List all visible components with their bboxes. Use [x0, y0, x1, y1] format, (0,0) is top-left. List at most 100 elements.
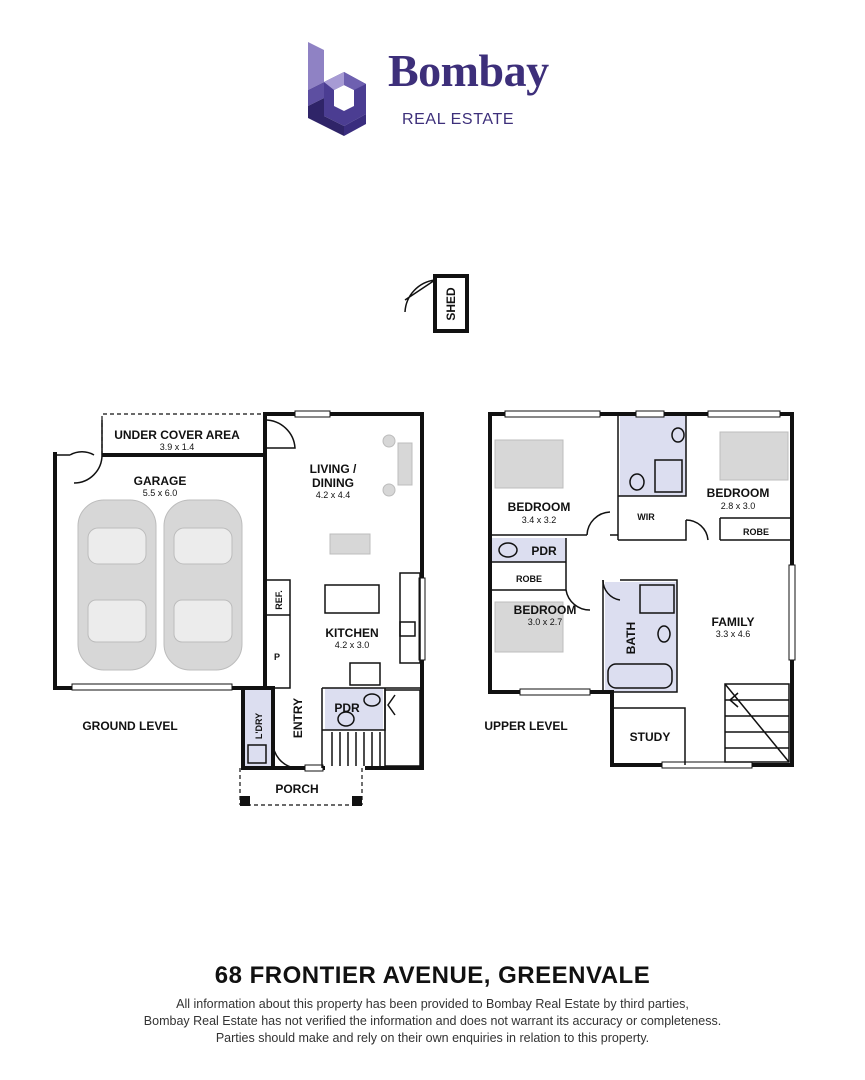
upper-stairs [724, 683, 790, 763]
ground-pdr-floor [325, 688, 383, 730]
bedroom-window [707, 410, 781, 418]
b-cube-logo-icon [308, 42, 366, 136]
disclaimer-line: All information about this property has … [176, 997, 689, 1011]
kitchen-label: KITCHEN [325, 626, 378, 640]
bath-door-swing [602, 579, 621, 601]
basin-icon [363, 693, 381, 707]
bed-icon [494, 439, 564, 489]
brand-subtitle: REAL ESTATE [402, 111, 515, 128]
wir-label: WIR [637, 512, 655, 522]
sofa [397, 442, 413, 486]
upper-internal-walls [490, 416, 792, 541]
garage-door [71, 683, 233, 691]
upper-pdr-floor [492, 538, 566, 562]
living-label-1: LIVING / [310, 462, 357, 476]
pantry-label: P [274, 652, 280, 662]
ground-level-title: GROUND LEVEL [82, 719, 177, 733]
toilet-icon [498, 542, 518, 558]
robe1-label: ROBE [743, 527, 769, 537]
stair-arrow [728, 692, 739, 708]
floor-plan: SHED [53, 274, 796, 806]
bed-icon [494, 601, 564, 653]
stair-arrow [387, 694, 396, 716]
bed-icon [719, 431, 789, 481]
basin-icon [671, 427, 685, 443]
shower-icon [654, 459, 683, 493]
side-table [382, 434, 396, 448]
disclaimer: All information about this property has … [60, 996, 805, 1047]
brand-name: Bombay [388, 45, 549, 96]
cooktop [349, 662, 381, 686]
entry-window [304, 764, 324, 772]
kitchen-bench [399, 572, 421, 664]
shed: SHED [404, 274, 469, 333]
bedroom1-label: BEDROOM [508, 500, 571, 514]
bedroom2-dims: 2.8 x 3.0 [721, 501, 756, 511]
study-window [661, 761, 753, 769]
garage-dims: 5.5 x 6.0 [143, 488, 178, 498]
living-label-2: DINING [312, 476, 354, 490]
bath-floor [605, 582, 677, 692]
car-windshield [87, 527, 147, 565]
laundry-tub [247, 744, 267, 764]
upper-level-title: UPPER LEVEL [484, 719, 567, 733]
kitchen-window-side [418, 577, 426, 661]
ref-label: REF. [274, 590, 284, 610]
upper-pdr-label: PDR [531, 544, 557, 558]
family-window [788, 564, 796, 661]
robe2-label: ROBE [516, 574, 542, 584]
bedroom1-dims: 3.4 x 3.2 [522, 515, 557, 525]
living-window-top [294, 410, 331, 418]
living-dims: 4.2 x 4.4 [316, 490, 351, 500]
stair-treads [724, 683, 790, 763]
bedroom-window [519, 688, 591, 696]
study-wall [612, 707, 686, 765]
ground-pdr-label: PDR [334, 701, 360, 715]
ground-stairs [384, 689, 421, 767]
disclaimer-line: Parties should make and rely on their ow… [215, 1030, 650, 1045]
upper-level-plan: BEDROOM 3.4 x 3.2 BEDROOM 2.8 x 3.0 BEDR… [484, 410, 796, 769]
pdr-robe-walls [490, 538, 567, 591]
disclaimer-line: Bombay Real Estate has not verified the … [143, 1013, 722, 1028]
family-label: FAMILY [712, 615, 755, 629]
kitchen-sink [399, 621, 416, 637]
robe-door-swing [685, 519, 709, 541]
car-icon [77, 499, 157, 671]
brand-logo: Bombay REAL ESTATE [300, 38, 570, 138]
pantry-ref-walls [265, 579, 291, 689]
toilet-icon [629, 473, 645, 491]
bedroom2-label: BEDROOM [707, 486, 770, 500]
property-address: 68 FRONTIER AVENUE, GREENVALE [214, 962, 651, 989]
car-windshield [173, 527, 233, 565]
porch-post [352, 796, 362, 806]
ensuite-window [635, 410, 665, 418]
under-cover-dims: 3.9 x 1.4 [160, 442, 195, 452]
bedroom-window [504, 410, 601, 418]
shed-walls [433, 274, 469, 333]
upper-outer-walls [488, 412, 794, 767]
under-cover-outline [101, 413, 265, 455]
bath-label: BATH [624, 622, 638, 654]
kitchen-island [324, 584, 380, 614]
stair-treads [331, 732, 381, 766]
entry-door-swing [272, 741, 296, 769]
study-label: STUDY [630, 730, 671, 744]
garage-label: GARAGE [134, 474, 187, 488]
car-roof [173, 599, 233, 643]
bedroom3-dims: 3.0 x 2.7 [528, 617, 563, 627]
under-cover-label: UNDER COVER AREA [114, 428, 240, 442]
bathtub-icon [607, 663, 673, 689]
bedroom3-label: BEDROOM [514, 603, 577, 617]
garage-cars [77, 499, 243, 671]
kitchen-dims: 4.2 x 3.0 [335, 640, 370, 650]
laundry-label: L'DRY [254, 713, 264, 739]
bedroom-door-swing [565, 589, 591, 611]
porch-post [240, 796, 250, 806]
entry-label: ENTRY [291, 698, 305, 738]
toilet-icon [337, 711, 355, 727]
family-dims: 3.3 x 4.6 [716, 629, 751, 639]
shower-icon [639, 584, 675, 614]
ground-level-plan: UNDER COVER AREA 3.9 x 1.4 GARAGE 5.5 x … [53, 410, 426, 806]
basin-icon [657, 625, 671, 643]
car-icon [163, 499, 243, 671]
